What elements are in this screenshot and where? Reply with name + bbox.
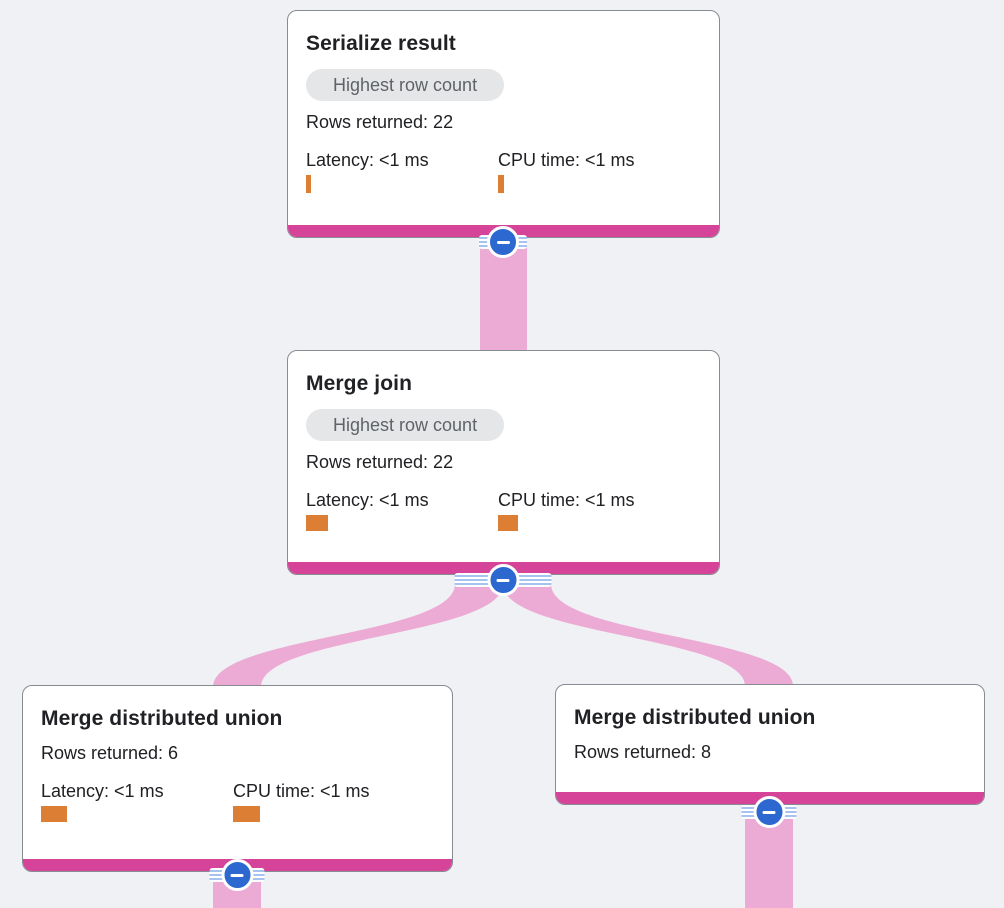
minus-icon[interactable] xyxy=(487,226,519,258)
highest-row-count-badge: Highest row count xyxy=(306,409,505,441)
plan-node-serialize-result[interactable]: Serialize result Highest row count Rows … xyxy=(287,10,720,238)
plan-node-merge-distributed-union-right[interactable]: Merge distributed union Rows returned: 8 xyxy=(555,684,985,805)
link-right-union-to-child xyxy=(745,805,793,908)
cpu-time-label: CPU time: <1 ms xyxy=(498,490,635,510)
collapse-button-serialize-result[interactable] xyxy=(479,226,527,258)
plan-node-merge-join[interactable]: Merge join Highest row count Rows return… xyxy=(287,350,720,575)
metrics-row: Latency: <1 ms CPU time: <1 ms xyxy=(306,489,701,531)
collapse-button-union-right[interactable] xyxy=(741,796,797,828)
node-title: Serialize result xyxy=(306,32,456,55)
highest-row-count-badge: Highest row count xyxy=(306,69,505,101)
cpu-time-metric: CPU time: <1 ms xyxy=(498,489,690,531)
rows-returned-label: Rows returned: 8 xyxy=(574,742,712,762)
metrics-row: Latency: <1 ms CPU time: <1 ms xyxy=(306,149,701,193)
latency-metric: Latency: <1 ms xyxy=(306,489,498,531)
cpu-time-metric: CPU time: <1 ms xyxy=(498,149,690,193)
collapse-button-union-left[interactable] xyxy=(209,859,265,891)
latency-metric: Latency: <1 ms xyxy=(41,780,233,822)
cpu-time-bar xyxy=(233,806,260,822)
latency-bar xyxy=(41,806,67,822)
link-merge-join-to-right-union xyxy=(503,584,793,686)
cpu-time-metric: CPU time: <1 ms xyxy=(233,780,425,822)
latency-bar xyxy=(306,515,328,531)
latency-bar xyxy=(306,175,311,193)
rows-returned-label: Rows returned: 22 xyxy=(306,112,454,132)
cpu-time-label: CPU time: <1 ms xyxy=(498,150,635,170)
node-title: Merge distributed union xyxy=(574,706,816,729)
link-serialize-to-merge-join xyxy=(480,236,527,352)
latency-label: Latency: <1 ms xyxy=(41,781,164,801)
plan-node-merge-distributed-union-left[interactable]: Merge distributed union Rows returned: 6… xyxy=(22,685,453,872)
collapse-button-merge-join[interactable] xyxy=(454,564,552,596)
cpu-time-bar xyxy=(498,515,518,531)
latency-label: Latency: <1 ms xyxy=(306,490,429,510)
minus-icon[interactable] xyxy=(753,796,785,828)
latency-label: Latency: <1 ms xyxy=(306,150,429,170)
latency-metric: Latency: <1 ms xyxy=(306,149,498,193)
rows-returned-label: Rows returned: 22 xyxy=(306,452,454,472)
node-title: Merge join xyxy=(306,372,413,395)
link-merge-join-to-left-union xyxy=(213,584,503,687)
rows-returned-label: Rows returned: 6 xyxy=(41,743,179,763)
minus-icon[interactable] xyxy=(221,859,253,891)
metrics-row: Latency: <1 ms CPU time: <1 ms xyxy=(41,780,434,822)
cpu-time-label: CPU time: <1 ms xyxy=(233,781,370,801)
cpu-time-bar xyxy=(498,175,504,193)
minus-icon[interactable] xyxy=(487,564,519,596)
node-title: Merge distributed union xyxy=(41,707,283,730)
